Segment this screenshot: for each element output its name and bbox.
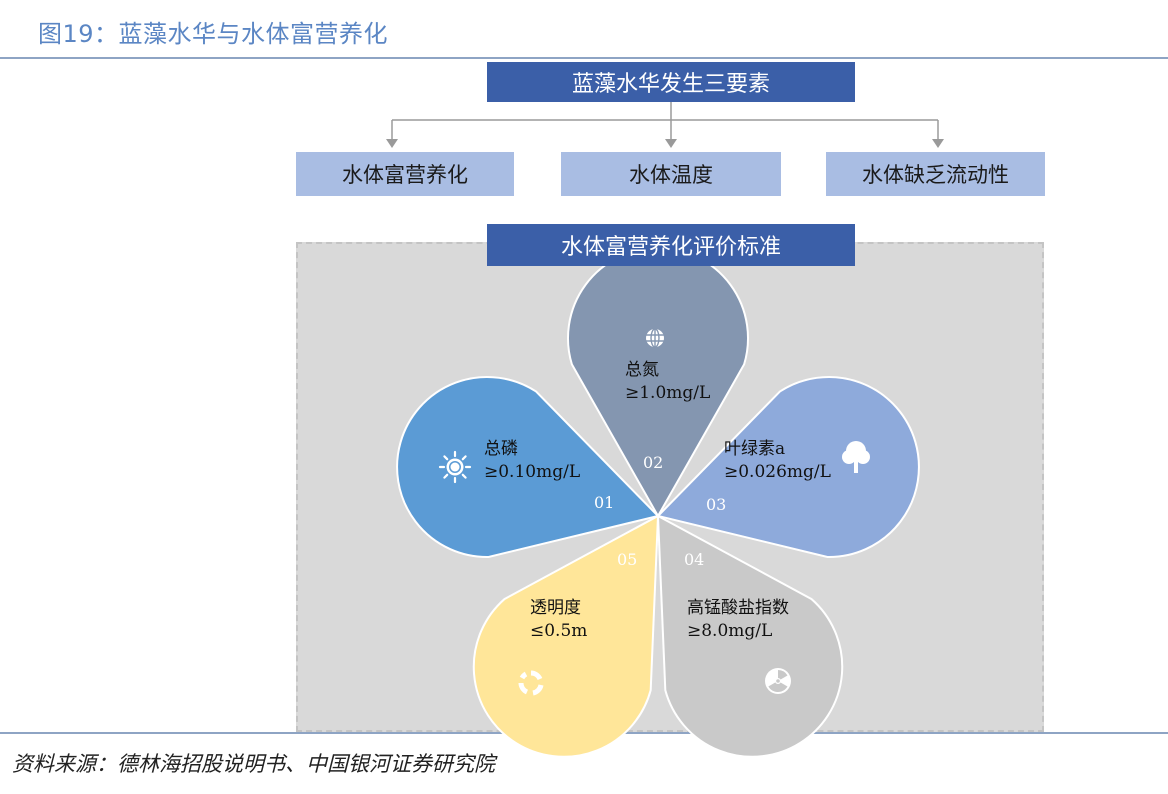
- petal-05-name: 透明度: [530, 598, 581, 618]
- factor-eutrophication: 水体富营养化: [296, 152, 514, 196]
- petal-04-name: 高锰酸盐指数: [687, 598, 789, 618]
- figure-title: 图19：蓝藻水华与水体富营养化: [38, 20, 389, 48]
- petal-02-number: 02: [643, 453, 664, 472]
- petal-04-label: 高锰酸盐指数 ≥8.0mg/L: [687, 597, 789, 643]
- petal-03-name: 叶绿素a: [724, 439, 786, 459]
- petal-04: [656, 514, 844, 758]
- petal-05-threshold: ≤0.5m: [530, 621, 588, 641]
- petal-02-name: 总氮: [625, 360, 659, 380]
- petal-03-threshold: ≥0.026mg/L: [724, 462, 831, 482]
- evaluation-banner: 水体富营养化评价标准: [487, 224, 855, 266]
- petal-03-number: 03: [706, 495, 727, 514]
- petal-02-threshold: ≥1.0mg/L: [625, 383, 711, 403]
- top-rule: [0, 57, 1168, 59]
- petal-04-threshold: ≥8.0mg/L: [687, 621, 773, 641]
- source-note: 资料来源：德林海招股说明书、中国银河证券研究院: [12, 752, 495, 776]
- petal-01-threshold: ≥0.10mg/L: [484, 462, 581, 482]
- petal-03-label: 叶绿素a ≥0.026mg/L: [724, 438, 831, 484]
- factor-flow: 水体缺乏流动性: [826, 152, 1045, 196]
- petal-01-number: 01: [594, 493, 615, 512]
- petal-03: [656, 376, 920, 558]
- factor-temperature: 水体温度: [561, 152, 781, 196]
- petal-01-name: 总磷: [484, 439, 518, 459]
- petal-05-label: 透明度 ≤0.5m: [530, 597, 587, 643]
- petal-01: [396, 376, 660, 558]
- cycle-icon: [518, 670, 544, 696]
- petal-05: [472, 514, 660, 758]
- main-banner: 蓝藻水华发生三要素: [487, 62, 855, 102]
- tree-icon: [842, 441, 870, 473]
- globe-icon: [646, 328, 664, 348]
- petal-05-number: 05: [617, 550, 638, 569]
- petal-02-label: 总氮 ≥1.0mg/L: [625, 359, 710, 405]
- petal-01-label: 总磷 ≥0.10mg/L: [484, 438, 580, 484]
- petal-04-number: 04: [684, 550, 705, 569]
- sun-icon: [438, 450, 472, 484]
- radiation-icon: [765, 668, 791, 694]
